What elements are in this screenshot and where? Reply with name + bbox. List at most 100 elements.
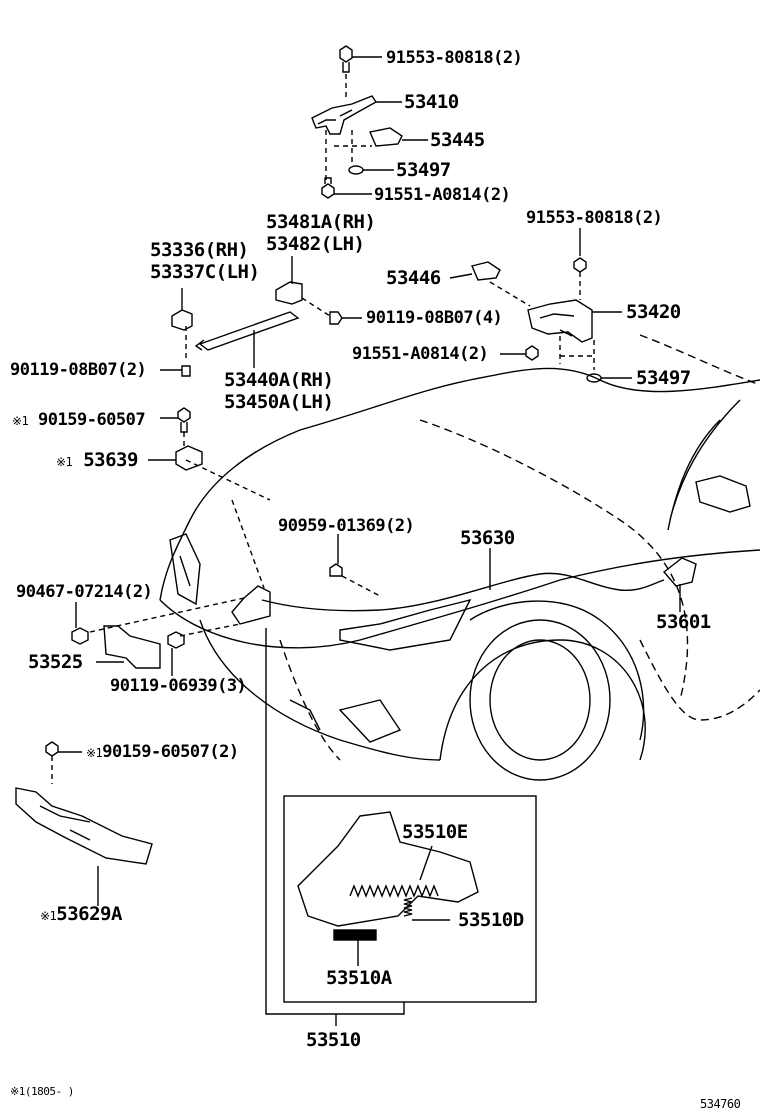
footnote-mark: ※1 bbox=[10, 1085, 25, 1098]
label-90159-60507-bottom: ※190159-60507(2) bbox=[86, 742, 239, 763]
lever-53601 bbox=[662, 557, 697, 587]
part-number: 90159-60507(2) bbox=[102, 742, 239, 762]
mirror bbox=[695, 475, 751, 513]
hinge-53410-assembly bbox=[311, 45, 428, 199]
asterisk-mark: ※1 bbox=[56, 455, 73, 469]
label-53629a: ※153629A bbox=[40, 904, 122, 926]
spring-53510a bbox=[333, 929, 377, 941]
dashed-line bbox=[89, 597, 245, 633]
label-53482: 53482(LH) bbox=[266, 233, 365, 255]
front-wheel-inner bbox=[489, 639, 591, 761]
cable-53630 bbox=[261, 572, 665, 612]
leader-line bbox=[419, 845, 433, 881]
bolt-91551-right bbox=[525, 345, 539, 361]
bracket-53481 bbox=[275, 281, 303, 305]
label-53525: 53525 bbox=[28, 651, 83, 673]
body-dashed bbox=[639, 639, 760, 721]
footnote: ※1(1805- ) bbox=[10, 1082, 74, 1102]
label-91551-a0814-top: 91551-A0814(2) bbox=[374, 185, 511, 205]
label-53420: 53420 bbox=[626, 301, 681, 323]
footnote-range: (1805- ) bbox=[24, 1085, 74, 1098]
label-53440a: 53440A(RH) bbox=[224, 369, 334, 391]
hood-lock bbox=[231, 585, 271, 625]
label-90119-08b07-4: 90119-08B07(4) bbox=[366, 308, 503, 328]
label-53497-top: 53497 bbox=[396, 159, 451, 181]
label-53510d: 53510D bbox=[458, 909, 524, 931]
bracket-53525 bbox=[103, 625, 161, 669]
label-90119-06939: 90119-06939(3) bbox=[110, 676, 247, 696]
front-wheel-arch bbox=[439, 639, 646, 761]
label-53497-right: 53497 bbox=[636, 367, 691, 389]
label-90959-01369: 90959-01369(2) bbox=[278, 516, 415, 536]
windshield-line bbox=[667, 399, 741, 531]
label-53445: 53445 bbox=[430, 129, 485, 151]
clip-90959 bbox=[329, 563, 343, 577]
bolt-90159-top bbox=[177, 407, 191, 433]
fog-lamp bbox=[289, 699, 402, 743]
dashed-line bbox=[489, 281, 531, 307]
hood-dashed-edge-2 bbox=[639, 334, 760, 386]
car-body bbox=[159, 334, 760, 781]
left-parts bbox=[15, 407, 203, 906]
label-53481a: 53481A(RH) bbox=[266, 211, 376, 233]
asterisk-mark: ※1 bbox=[86, 746, 103, 760]
bolt-91551-top bbox=[321, 177, 335, 199]
leader-line bbox=[449, 273, 473, 279]
bolt-90467 bbox=[71, 627, 89, 645]
label-53410: 53410 bbox=[404, 91, 459, 113]
label-91551-a0814-right: 91551-A0814(2) bbox=[352, 344, 489, 364]
detail-frame bbox=[283, 795, 537, 1003]
asterisk-mark: ※1 bbox=[12, 414, 29, 428]
label-53601: 53601 bbox=[656, 611, 711, 633]
hinge-detail bbox=[317, 109, 353, 125]
bracket-53639 bbox=[175, 445, 203, 471]
label-53510: 53510 bbox=[306, 1029, 361, 1051]
bolt-91553-right bbox=[573, 257, 587, 273]
washer-53497 bbox=[348, 165, 364, 175]
bolt-90119-08b07-2 bbox=[181, 365, 191, 377]
bolt-90119-06939 bbox=[167, 631, 185, 649]
stay-53440 bbox=[194, 311, 300, 351]
lock-detail-box bbox=[265, 628, 537, 1026]
front-wheel bbox=[469, 619, 611, 781]
label-90159-60507-top: ※1 90159-60507 bbox=[12, 410, 146, 431]
label-53446: 53446 bbox=[386, 267, 441, 289]
lock-plate bbox=[297, 811, 479, 927]
label-53510a: 53510A bbox=[326, 967, 392, 989]
support-53629a bbox=[15, 787, 153, 865]
label-53630: 53630 bbox=[460, 527, 515, 549]
hinge-53410 bbox=[311, 95, 378, 135]
hinge-detail bbox=[539, 313, 575, 337]
hinge-53420 bbox=[527, 299, 593, 343]
spring-53510d bbox=[403, 897, 413, 917]
bracket-53336 bbox=[171, 309, 193, 331]
label-53450a: 53450A(LH) bbox=[224, 391, 334, 413]
asterisk-mark: ※1 bbox=[40, 909, 57, 923]
damper-stay-assembly bbox=[160, 256, 362, 377]
label-90119-08b07-2: 90119-08B07(2) bbox=[10, 360, 147, 380]
bolt-90119-08b07 bbox=[329, 311, 343, 325]
part-number: 53639 bbox=[83, 449, 138, 471]
part-number: 53629A bbox=[56, 903, 122, 925]
hood-lock-cable bbox=[89, 459, 697, 637]
label-53337c: 53337C(LH) bbox=[150, 261, 260, 283]
label-91553-80818-top: 91553-80818(2) bbox=[386, 48, 523, 68]
bumper-dashed bbox=[279, 639, 341, 761]
label-53510e: 53510E bbox=[402, 821, 468, 843]
dashed-line bbox=[301, 297, 331, 317]
headlight bbox=[339, 598, 472, 651]
dashed-line bbox=[179, 623, 241, 637]
figure-number: 534760 bbox=[700, 1097, 741, 1111]
clip-53445 bbox=[369, 127, 403, 147]
part-number: 90159-60507 bbox=[38, 410, 146, 430]
clip-53446 bbox=[471, 261, 501, 281]
dashed-line bbox=[185, 459, 271, 501]
hinge-53420-assembly bbox=[449, 228, 632, 383]
support-detail bbox=[39, 805, 91, 841]
hood-outline bbox=[159, 367, 760, 601]
grille-left bbox=[169, 533, 201, 606]
bolt-91553-top bbox=[339, 45, 353, 73]
label-53336: 53336(RH) bbox=[150, 239, 249, 261]
bracket-53510 bbox=[265, 628, 405, 1015]
